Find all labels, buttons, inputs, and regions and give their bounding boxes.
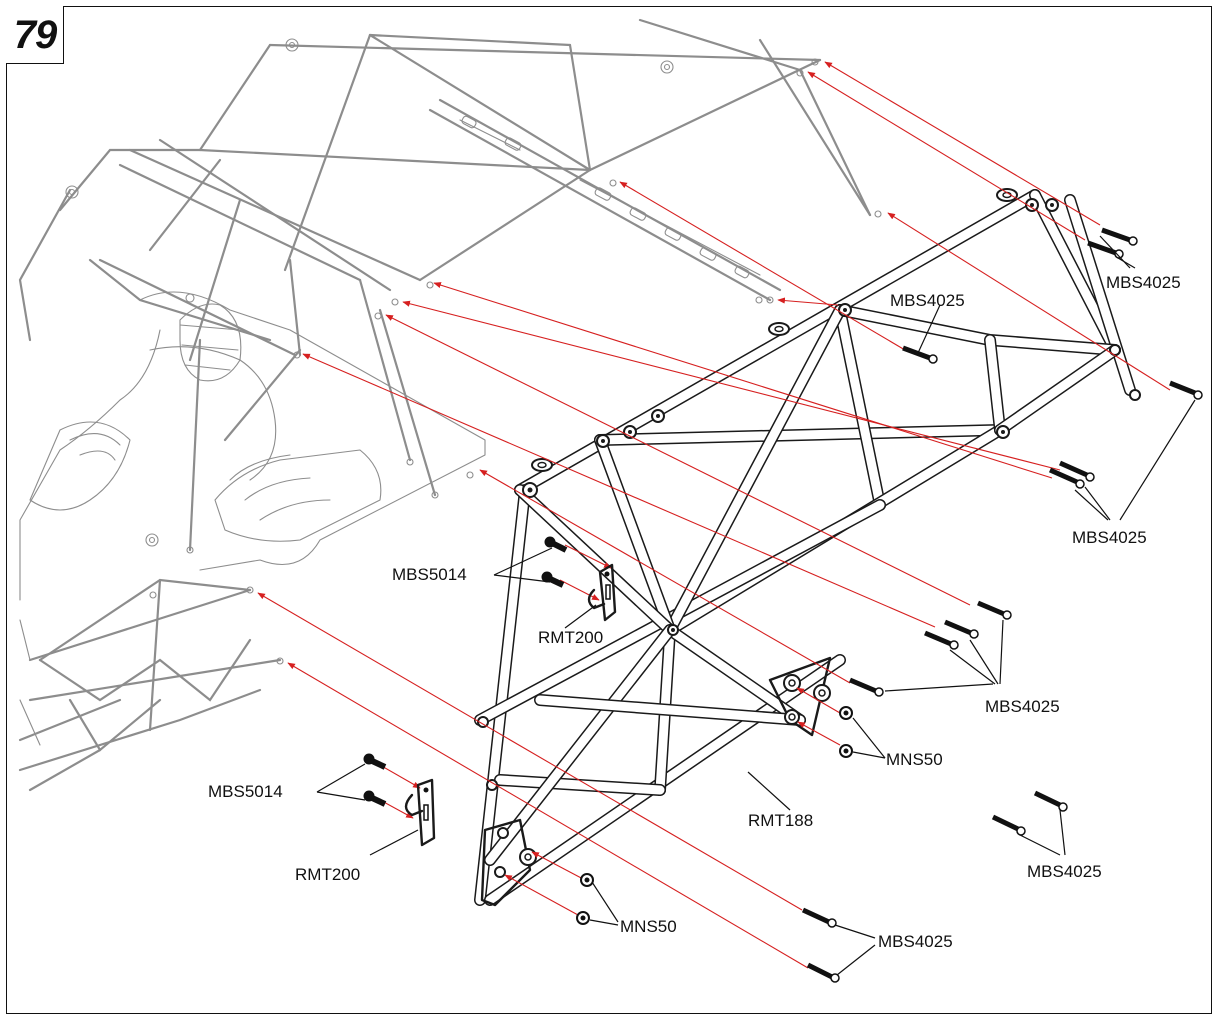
screw-icon [977, 600, 1012, 620]
screw-icon [1169, 380, 1203, 400]
rmt200-bracket-lower [404, 778, 436, 847]
label-mbs4025: MBS4025 [1027, 862, 1102, 881]
nut-icon [580, 873, 594, 887]
screw-icon [1101, 227, 1138, 246]
label-mbs4025: MBS4025 [1106, 273, 1181, 292]
assembly-arrows [257, 61, 1171, 969]
arrow [287, 662, 809, 969]
screw-icon [1048, 467, 1085, 489]
screw-icon [1058, 460, 1095, 482]
arrow [302, 353, 936, 628]
screw-icon [1033, 790, 1068, 812]
screw-icon [902, 345, 938, 364]
label-mns50: MNS50 [620, 917, 677, 936]
background-rod-ends [65, 38, 882, 665]
label-mbs4025: MBS4025 [985, 697, 1060, 716]
label-mbs5014: MBS5014 [392, 565, 467, 584]
nuts [576, 706, 853, 925]
arrow [479, 469, 851, 684]
diagram-frame [6, 6, 1212, 1014]
arrow [379, 799, 414, 819]
arrow [887, 212, 1171, 391]
arrow [619, 181, 906, 351]
label-mbs4025: MBS4025 [890, 291, 965, 310]
plate-slots [461, 115, 750, 279]
label-rmt200: RMT200 [538, 628, 603, 647]
arrow [777, 297, 839, 306]
leader-lines [316, 235, 1196, 976]
arrow [433, 282, 1053, 479]
arrow [531, 851, 586, 881]
arrow [807, 71, 1086, 241]
nut-icon [839, 706, 853, 720]
arrow [257, 592, 803, 911]
screw-icon [849, 677, 884, 697]
screw-icon [944, 619, 979, 639]
screw-icon [541, 571, 565, 588]
screw-icon [806, 962, 840, 983]
label-mns50: MNS50 [886, 750, 943, 769]
arrow [385, 314, 971, 606]
screw-icon [924, 630, 959, 650]
label-rmt188: RMT188 [748, 811, 813, 830]
label-mbs4025: MBS4025 [878, 932, 953, 951]
cage-mount-eyes [477, 188, 1141, 878]
screw-icon [544, 536, 568, 553]
arrow [797, 721, 841, 746]
label-rmt200: RMT200 [295, 865, 360, 884]
label-mbs5014: MBS5014 [208, 782, 283, 801]
arrow [504, 874, 579, 916]
screw-icon [363, 753, 387, 770]
rmt200-bracket-upper [587, 563, 617, 622]
rmt188-rear-cage [474, 188, 1141, 907]
screws [363, 227, 1203, 983]
step-number-box [6, 6, 64, 64]
nut-icon [839, 744, 853, 758]
screw-icon [991, 814, 1026, 836]
nut-icon [576, 911, 590, 925]
step-number: 79 [13, 12, 58, 57]
screw-icon [363, 790, 387, 807]
arrow [824, 61, 1101, 226]
arrow [564, 544, 612, 569]
part-labels: MBS4025 MBS4025 MBS4025 MBS4025 MBS4025 … [208, 273, 1181, 951]
arrow [402, 300, 1061, 471]
arrow [796, 687, 841, 714]
label-mbs4025: MBS4025 [1072, 528, 1147, 547]
arrow [559, 579, 600, 601]
screw-icon [801, 907, 837, 928]
arrow [379, 764, 421, 789]
background-chassis [18, 18, 882, 792]
